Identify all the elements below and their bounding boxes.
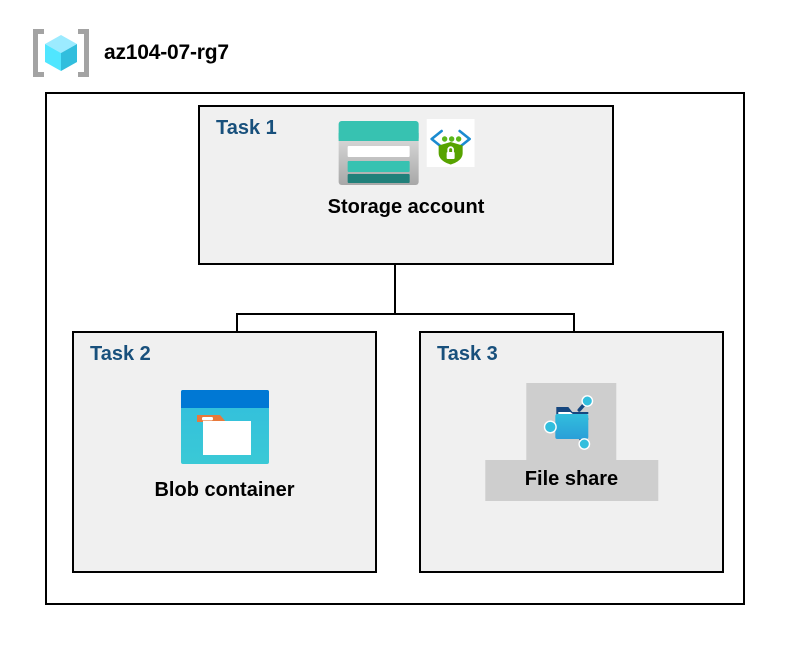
task-panel-2: Task 2 Blob container <box>72 331 377 573</box>
task-panel-3: Task 3 <box>419 331 724 573</box>
blob-container-icon <box>179 389 269 465</box>
storage-account-label: Storage account <box>327 196 485 218</box>
secured-endpoint-shield-icon <box>426 119 475 167</box>
resource-group-header: az104-07-rg7 <box>30 26 229 80</box>
file-share-icon-highlight <box>526 383 617 460</box>
task-1-heading: Task 1 <box>216 117 277 139</box>
file-share-icon <box>539 390 603 454</box>
connector-storage-stem <box>394 265 396 313</box>
connector-horizontal-bar <box>236 313 575 315</box>
task-3-heading: Task 3 <box>437 343 498 365</box>
resource-group-icon <box>30 26 92 80</box>
task-panel-1: Task 1 <box>198 105 614 265</box>
storage-account-icon <box>337 119 421 187</box>
blob-container-label: Blob container <box>154 479 295 501</box>
node-file-share[interactable]: File share <box>484 383 659 501</box>
node-blob-container[interactable]: Blob container <box>154 389 295 502</box>
page-title: az104-07-rg7 <box>104 41 229 64</box>
file-share-label: File share <box>484 460 659 501</box>
node-storage-account[interactable]: Storage account <box>327 119 485 219</box>
task-2-heading: Task 2 <box>90 343 151 365</box>
